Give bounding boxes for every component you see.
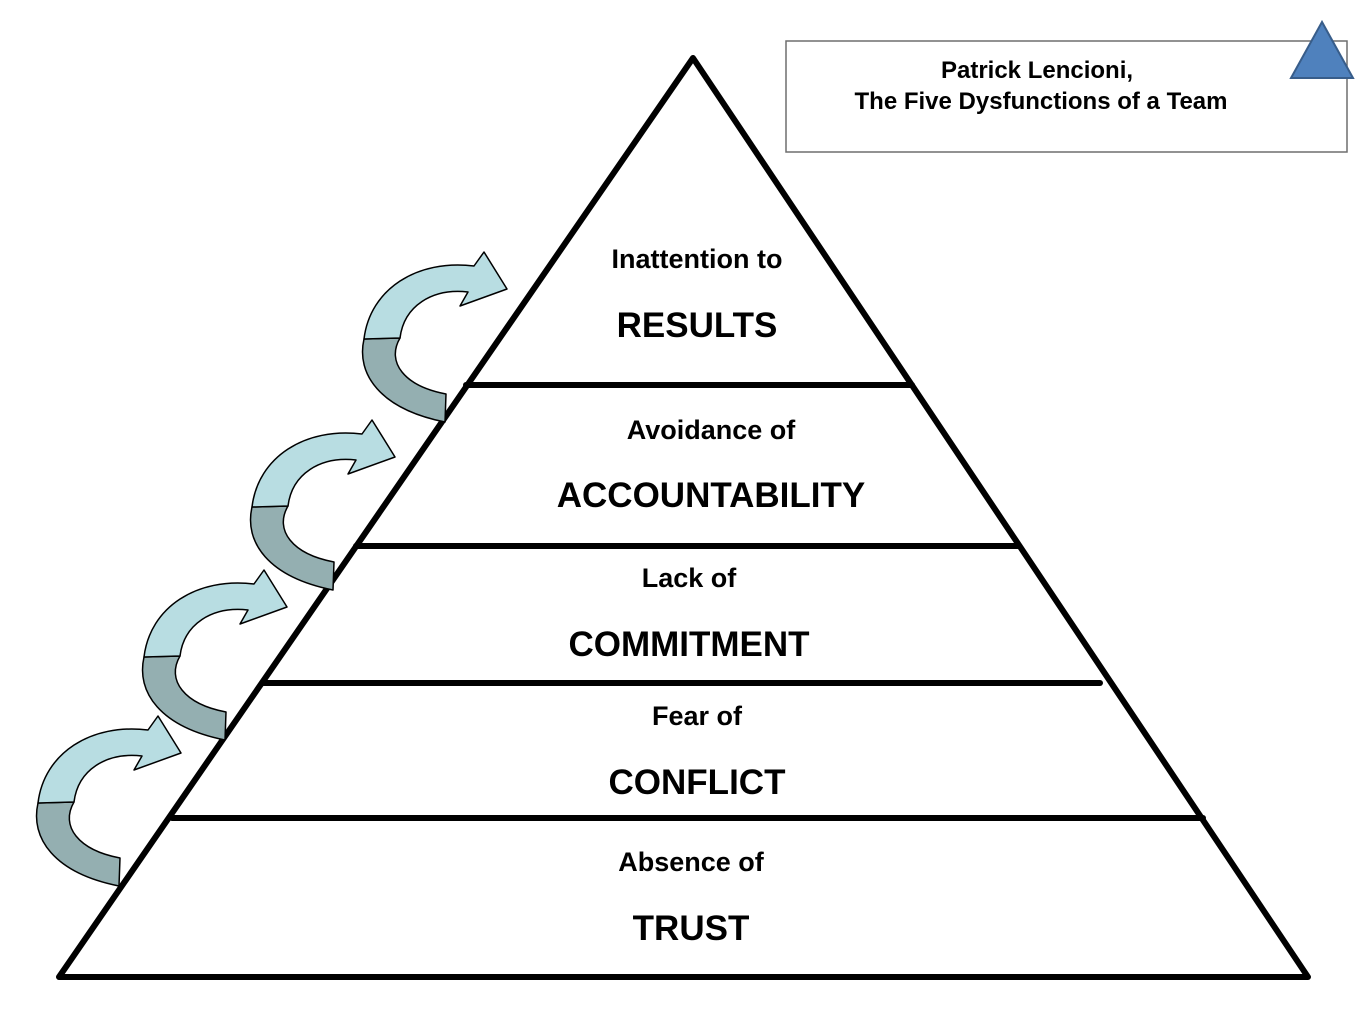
level-results: Inattention to RESULTS — [612, 244, 783, 345]
level-accountability-prefix: Avoidance of — [627, 415, 797, 445]
level-trust-title: TRUST — [633, 909, 750, 948]
blue-triangle-icon — [1289, 19, 1355, 79]
level-conflict: Fear of CONFLICT — [609, 701, 786, 802]
citation-title: The Five Dysfunctions of a Team — [855, 88, 1228, 115]
level-accountability-title: ACCOUNTABILITY — [557, 476, 866, 515]
level-commitment-title: COMMITMENT — [568, 625, 809, 664]
level-commitment: Lack of COMMITMENT — [568, 563, 809, 664]
citation-box-frame — [785, 40, 1348, 153]
citation-author: Patrick Lencioni, — [941, 57, 1133, 84]
level-trust-prefix: Absence of — [618, 847, 765, 877]
level-commitment-prefix: Lack of — [642, 563, 738, 593]
level-accountability: Avoidance of ACCOUNTABILITY — [557, 415, 866, 515]
level-results-title: RESULTS — [617, 306, 778, 345]
level-conflict-prefix: Fear of — [652, 701, 743, 731]
pyramid-outline — [56, 55, 1311, 980]
citation-box: Patrick Lencioni, The Five Dysfunctions … — [785, 40, 1348, 153]
level-results-prefix: Inattention to — [612, 244, 783, 274]
level-trust: Absence of TRUST — [618, 847, 765, 948]
pyramid — [56, 55, 1311, 980]
level-conflict-title: CONFLICT — [609, 763, 786, 802]
